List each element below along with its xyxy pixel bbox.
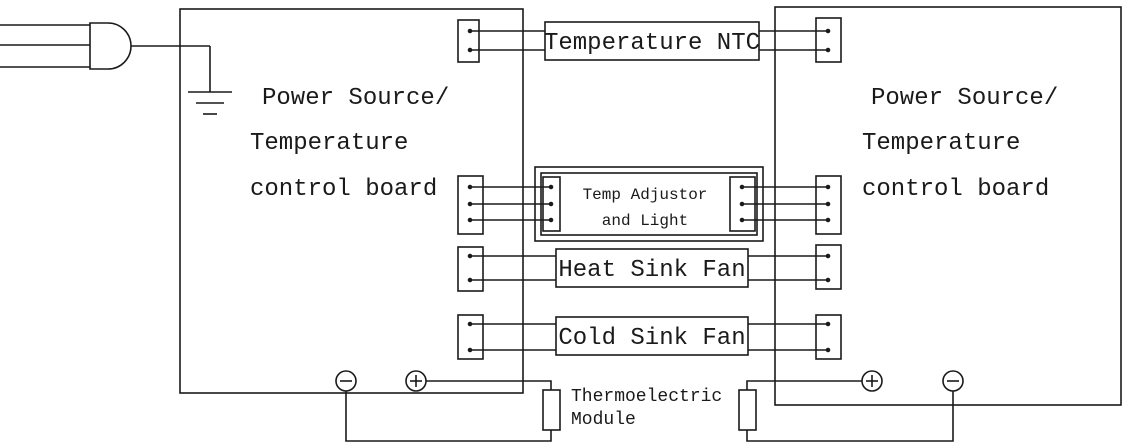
left-board-label-line1: Power Source/ [262, 85, 449, 112]
module-label-line1: Thermoelectric [571, 387, 722, 407]
ntc-label: Temperature NTC [544, 30, 760, 57]
cold-fan-box [555, 316, 749, 356]
ground-icon [188, 91, 232, 115]
left-minus-terminal [335, 370, 357, 392]
left-connector-ntc [457, 19, 480, 63]
right-board-label-line1: Power Source/ [871, 85, 1058, 112]
right-minus-terminal [942, 370, 964, 392]
right-connector-ntc [815, 17, 842, 63]
right-connector-heat-fan [815, 244, 842, 290]
module-label-line2: Module [571, 410, 636, 430]
adjustor-label-line2: and Light [602, 212, 688, 230]
adjustor-label-line1: Temp Adjustor [583, 186, 708, 204]
left-board-label-line3: control board [250, 176, 437, 203]
left-plus-terminal [405, 370, 427, 392]
left-connector-cold-fan [457, 314, 484, 360]
right-control-board [774, 6, 1122, 406]
heat-fan-label: Heat Sink Fan [558, 257, 745, 284]
right-connector-adjustor [815, 175, 842, 235]
cold-fan-label: Cold Sink Fan [558, 325, 745, 352]
left-control-board [179, 8, 524, 394]
thermoelectric-module-left [542, 389, 561, 431]
left-connector-heat-fan [457, 246, 484, 292]
right-board-label-line3: control board [862, 176, 1049, 203]
right-connector-cold-fan [815, 314, 842, 360]
right-plus-terminal [861, 370, 883, 392]
ntc-box [544, 21, 760, 61]
heat-fan-box [555, 248, 749, 288]
power-plug-icon [0, 22, 211, 92]
left-connector-adjustor [457, 175, 484, 235]
left-board-label-line2: Temperature [250, 130, 408, 157]
right-board-label-line2: Temperature [862, 130, 1020, 157]
thermoelectric-module-right [738, 389, 757, 431]
